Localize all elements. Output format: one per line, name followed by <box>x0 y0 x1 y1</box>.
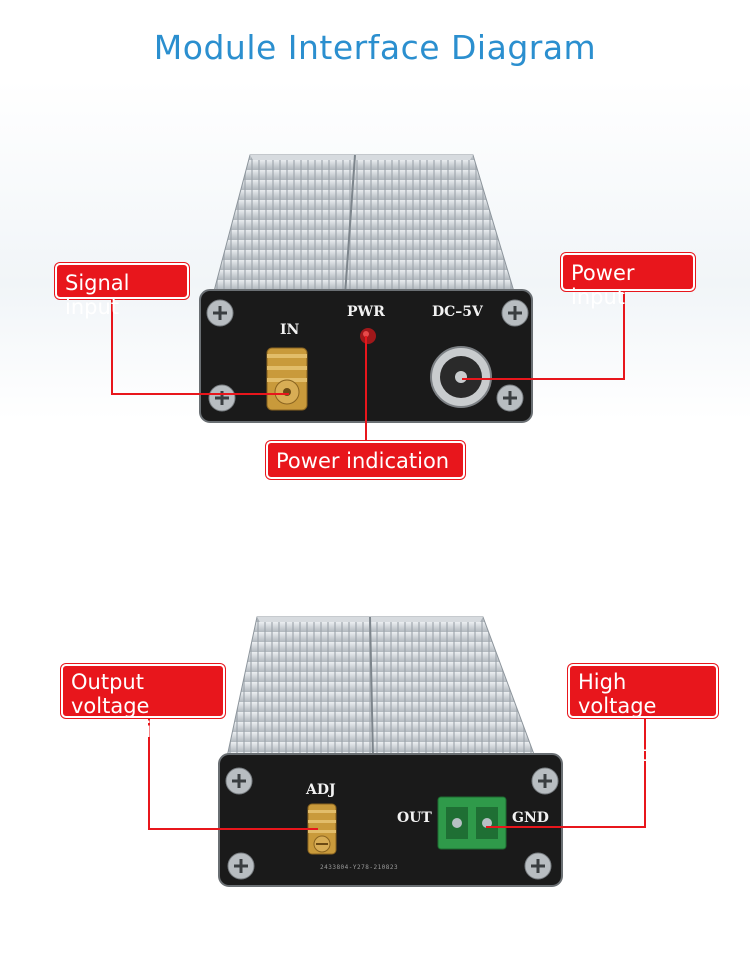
sma-connector-icon <box>266 347 308 411</box>
high-voltage-leader <box>486 826 646 828</box>
power-input-leader <box>462 378 625 380</box>
screw-icon <box>531 767 559 795</box>
terminal-block-icon <box>437 796 507 850</box>
signal-input-leader <box>111 298 113 394</box>
screw-icon <box>208 384 236 412</box>
power-led-icon <box>360 328 376 344</box>
serial-number: 2433804-Y278-210823 <box>320 864 399 871</box>
screw-icon <box>206 299 234 327</box>
high-voltage-callout-line2: signal output <box>578 718 648 766</box>
output-voltage-callout-line1: Output voltage <box>71 670 150 718</box>
adj-label: ADJ <box>306 782 336 798</box>
signal-input-callout: Signal input <box>55 263 189 319</box>
high-voltage-leader <box>644 717 646 827</box>
output-voltage-callout: Output voltage regulation <box>61 664 225 742</box>
output-voltage-leader <box>148 828 318 830</box>
adjustment-potentiometer-icon <box>307 803 337 855</box>
bottom-device-photo <box>218 616 563 887</box>
screw-icon <box>227 852 255 880</box>
output-voltage-leader <box>148 716 150 829</box>
in-port-label: IN <box>280 322 300 338</box>
dc-label: DC–5V <box>432 304 483 320</box>
power-input-leader <box>623 290 625 379</box>
page-title: Module Interface Diagram <box>153 28 597 67</box>
screw-icon <box>225 767 253 795</box>
signal-input-leader <box>111 393 289 395</box>
power-input-callout: Power input <box>561 253 695 309</box>
dc-jack-icon <box>430 346 492 408</box>
high-voltage-callout: High voltage signal output <box>568 664 718 766</box>
output-voltage-callout-line2: regulation <box>71 718 178 742</box>
power-indication-leader <box>365 336 367 444</box>
gnd-label: GND <box>512 810 549 826</box>
high-voltage-callout-line1: High voltage <box>578 670 657 718</box>
power-indication-callout: Power indication <box>266 441 465 479</box>
screw-icon <box>496 384 524 412</box>
out-label: OUT <box>397 810 432 826</box>
pwr-label: PWR <box>347 304 385 320</box>
screw-icon <box>524 852 552 880</box>
screw-icon <box>501 299 529 327</box>
